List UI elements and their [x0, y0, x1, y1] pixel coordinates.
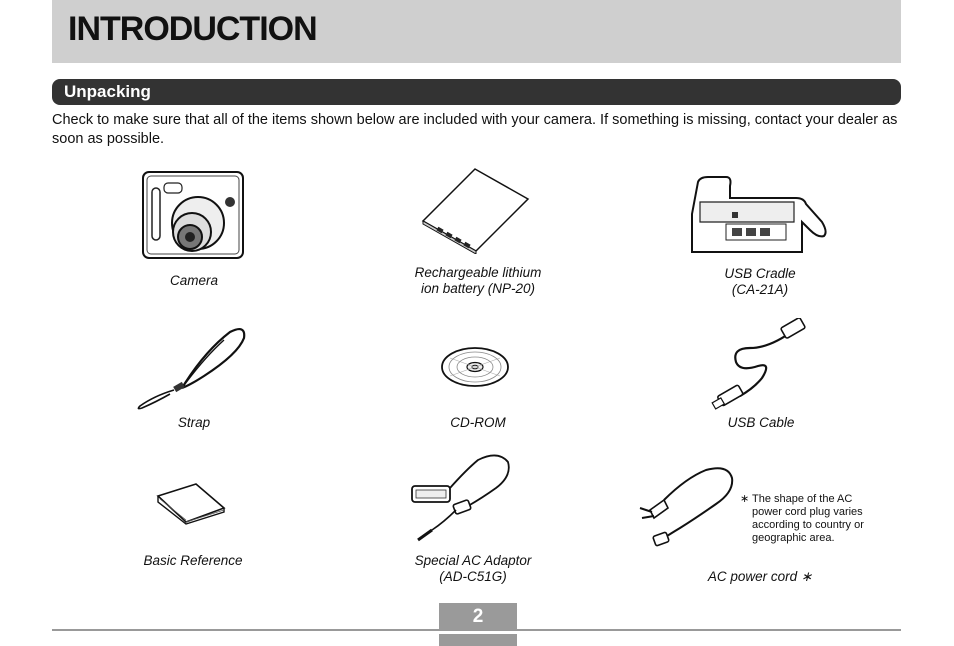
title-bar: INTRODUCTION	[52, 0, 901, 63]
caption-line: Special AC Adaptor	[414, 553, 532, 568]
item-caption-battery: Rechargeable lithium ion battery (NP-20)	[393, 265, 563, 297]
usb-cable-icon	[711, 318, 806, 410]
section-title: Unpacking	[64, 82, 151, 101]
booklet-icon	[156, 483, 226, 525]
usb-cradle-icon	[691, 176, 827, 253]
item-caption-ac-adaptor: Special AC Adaptor (AD-C51G)	[393, 553, 553, 585]
strap-icon	[137, 328, 246, 410]
caption-line: Strap	[177, 415, 211, 430]
item-caption-camera: Camera	[124, 273, 264, 289]
caption-line: USB Cable	[727, 415, 795, 430]
item-caption-ac-power-cord: AC power cord ∗	[680, 569, 840, 585]
item-caption-basic-reference: Basic Reference	[118, 553, 268, 569]
caption-line: (AD-C51G)	[439, 569, 507, 584]
battery-icon	[421, 168, 530, 254]
caption-line: USB Cradle	[724, 266, 796, 281]
caption-line: (CA-21A)	[731, 282, 789, 297]
item-caption-strap: Strap	[124, 415, 264, 431]
item-caption-usb-cable: USB Cable	[690, 415, 832, 431]
cd-rom-icon	[441, 347, 509, 387]
footer-divider	[52, 629, 901, 631]
page-number-tab-bottom	[439, 634, 517, 646]
caption-line: Rechargeable lithium	[414, 265, 542, 280]
ac-adaptor-icon	[411, 454, 510, 542]
page-number-tab	[439, 603, 517, 630]
intro-paragraph: Check to make sure that all of the items…	[52, 112, 898, 147]
caption-line: ion battery (NP-20)	[420, 281, 536, 296]
page-number-box: 2	[439, 603, 517, 646]
power-cord-footnote: ∗ The shape of the AC power cord plug va…	[740, 493, 880, 545]
footnote-text: The shape of the AC power cord plug vari…	[752, 493, 864, 544]
caption-line: Camera	[169, 273, 218, 288]
page-title: INTRODUCTION	[68, 10, 318, 48]
footnote-asterisk: ∗	[740, 493, 750, 505]
item-caption-cd-rom: CD-ROM	[408, 415, 548, 431]
camera-icon	[142, 171, 244, 259]
item-caption-usb-cradle: USB Cradle (CA-21A)	[690, 266, 830, 298]
section-header: Unpacking	[52, 79, 901, 105]
caption-line: AC power cord ∗	[707, 569, 813, 584]
caption-line: Basic Reference	[143, 553, 243, 568]
page-number: 2	[472, 606, 484, 627]
caption-line: CD-ROM	[450, 415, 506, 430]
ac-power-cord-icon	[639, 467, 734, 547]
